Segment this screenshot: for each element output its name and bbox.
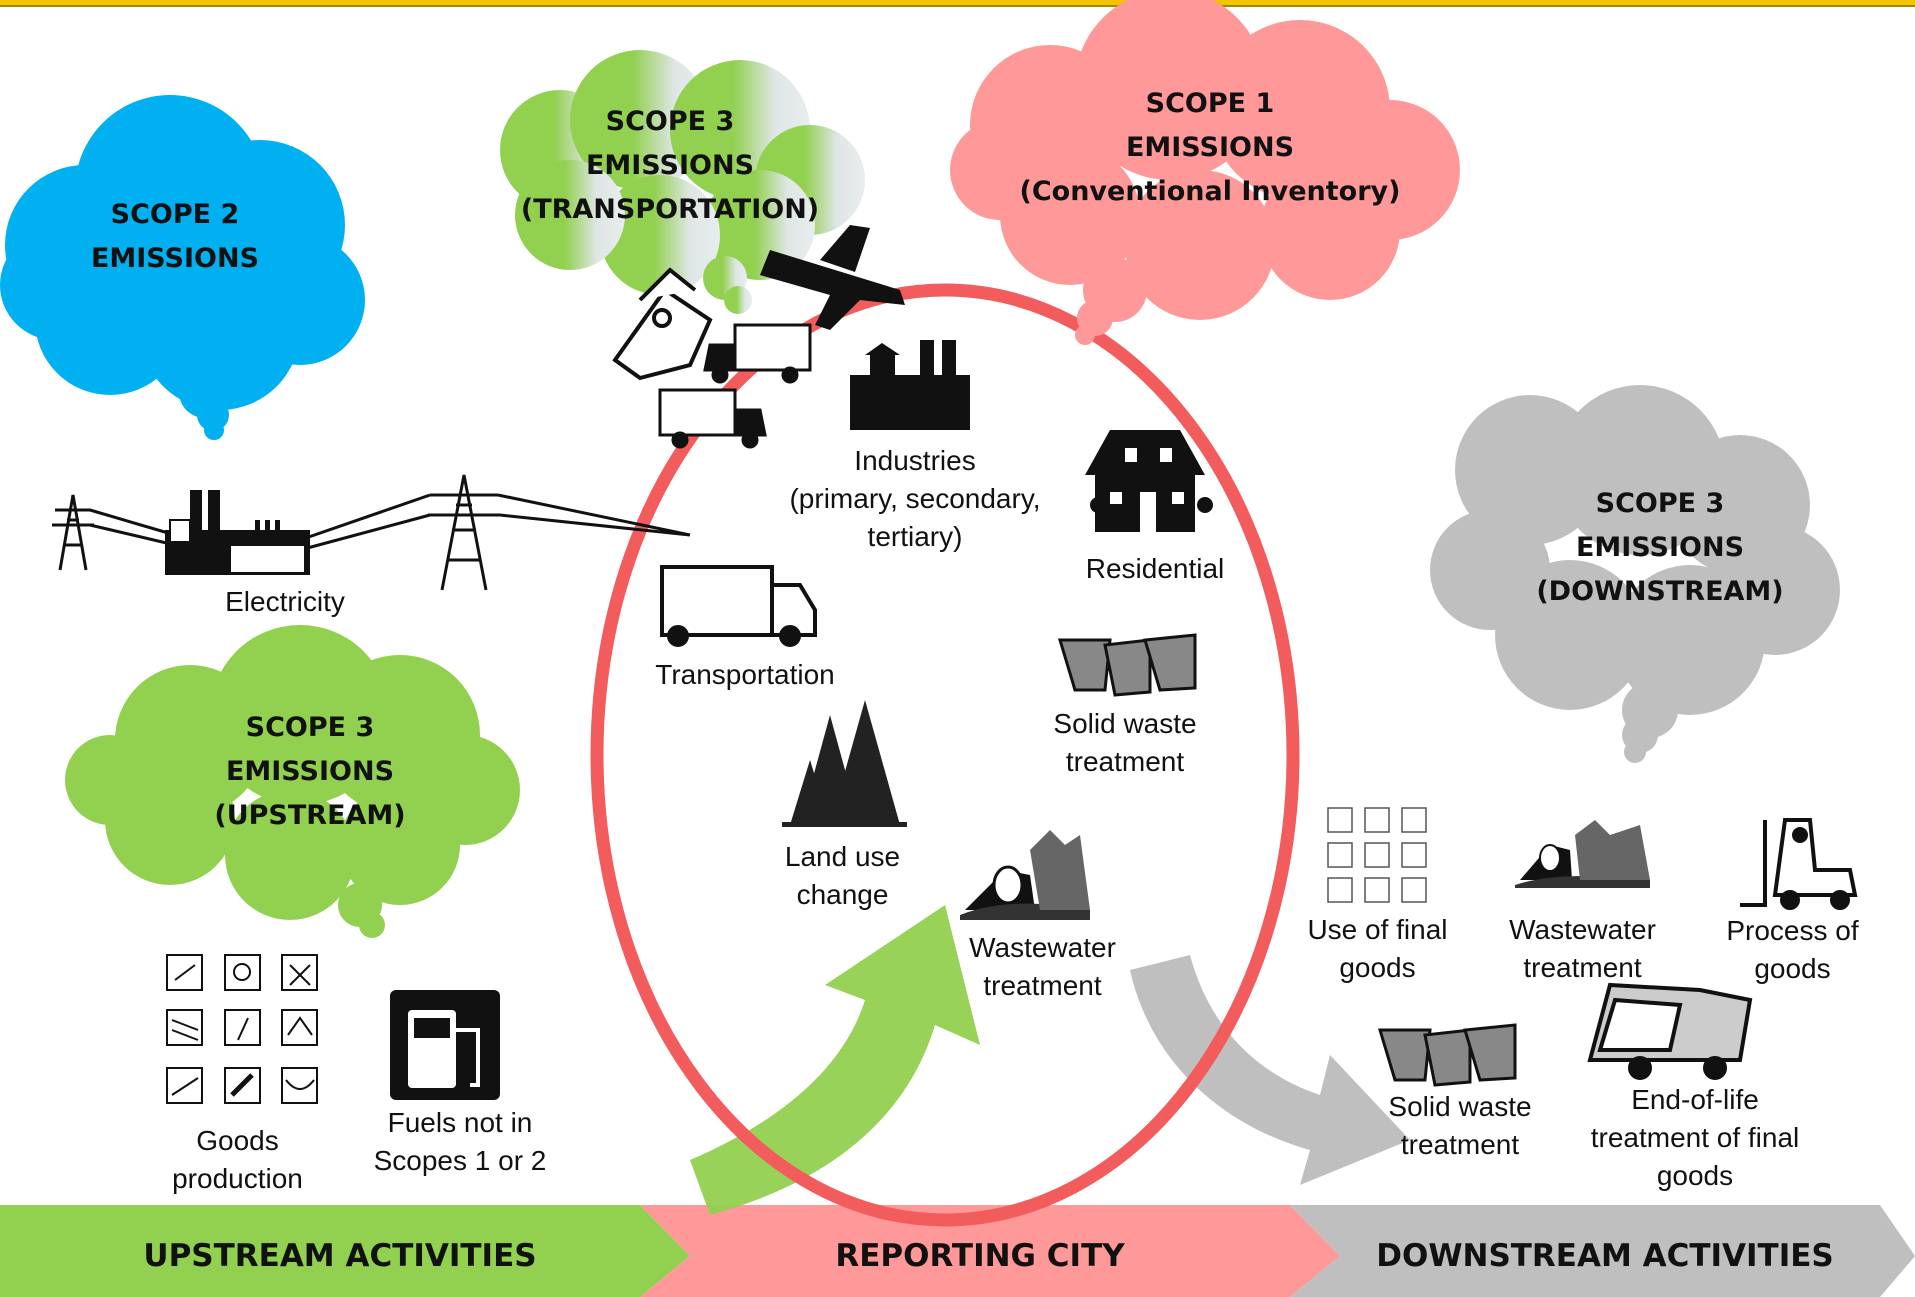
scope2-label: SCOPE 2 EMISSIONS (90, 199, 260, 274)
bar-upstream-segment (0, 1205, 690, 1297)
residential-label: Residential (1085, 553, 1225, 584)
upstream-activities-label: UPSTREAM ACTIVITIES (143, 1238, 537, 1274)
scope3-downstream-label: SCOPE 3 EMISSIONS (DOWNSTREAM) (1536, 488, 1784, 607)
wastewater-icon-downstream (1515, 820, 1650, 888)
ship-icon (612, 267, 713, 381)
airplane-icon (760, 225, 905, 330)
use-final-goods-label: Use of final goods (1307, 914, 1448, 983)
upstream-arrow (690, 905, 980, 1215)
truck-icon-city (660, 565, 817, 647)
house-icon (1085, 430, 1213, 532)
reporting-city-ring (590, 283, 1300, 1227)
industries-label: Industries (primary, secondary, tertiary… (789, 445, 1041, 552)
solid-waste-city-label: Solid waste treatment (1053, 708, 1197, 777)
scope3-upstream-label: SCOPE 3 EMISSIONS (UPSTREAM) (214, 712, 406, 831)
scope3-upstream-cloud (65, 625, 520, 938)
scope2-cloud (0, 95, 365, 440)
truck-icon-top (703, 323, 812, 384)
solid-waste-icon-downstream (1377, 1023, 1517, 1087)
wastewater-city-label: Wastewater treatment (969, 932, 1116, 1001)
reporting-city-label: REPORTING CITY (835, 1238, 1125, 1274)
fuels-label: Fuels not in Scopes 1 or 2 (373, 1107, 547, 1176)
solid-waste-icon-city (1057, 633, 1197, 697)
scope1-cloud (950, 0, 1460, 345)
top-border (0, 0, 1915, 7)
goods-production-icon (166, 954, 318, 1104)
final-goods-icon (1327, 807, 1427, 903)
scope3-downstream-cloud (1430, 385, 1840, 763)
garbage-truck-icon (1587, 982, 1753, 1080)
downstream-activities-label: DOWNSTREAM ACTIVITIES (1376, 1238, 1834, 1274)
process-goods-label: Process of goods (1726, 915, 1859, 984)
bar-downstream-segment (1290, 1205, 1915, 1297)
downstream-arrow (1130, 955, 1410, 1185)
forest-icon (782, 700, 907, 827)
wastewater-downstream-label: Wastewater treatment (1509, 914, 1656, 983)
electricity-icon (52, 474, 691, 591)
power-plant-icon (165, 490, 310, 575)
solid-waste-downstream-label: Solid waste treatment (1388, 1091, 1532, 1160)
fuel-pump-icon (390, 990, 500, 1100)
industry-icon (850, 340, 970, 430)
end-of-life-label: End-of-life treatment of final goods (1590, 1084, 1800, 1191)
forklift-icon (1740, 818, 1858, 910)
scope3-transport-label: SCOPE 3 EMISSIONS (TRANSPORTATION) (520, 106, 820, 225)
transportation-label: Transportation (655, 659, 835, 690)
wastewater-icon-city (960, 830, 1090, 920)
truck-icon-middle (658, 388, 767, 449)
bar-reporting-segment (640, 1205, 1340, 1297)
electricity-label: Electricity (225, 586, 345, 617)
goods-production-label: Goods production (172, 1125, 303, 1194)
scope3-transport-cloud (500, 50, 865, 314)
land-use-label: Land use change (784, 841, 901, 910)
scope1-label: SCOPE 1 EMISSIONS (Conventional Inventor… (1019, 88, 1401, 207)
